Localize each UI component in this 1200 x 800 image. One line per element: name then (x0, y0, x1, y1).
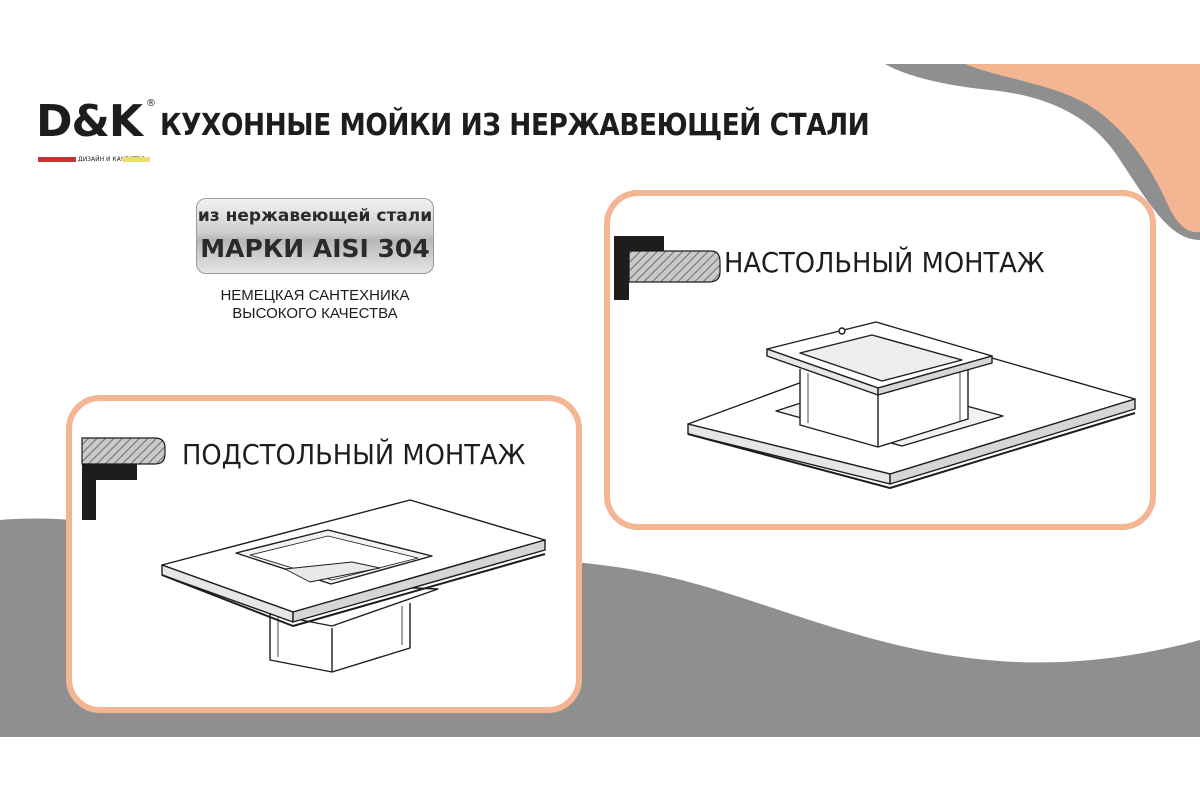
countertop-mount-label: НАСТОЛЬНЫЙ МОНТАЖ (724, 246, 1045, 279)
logo-tagline: ДИЗАЙН И КАЧЕСТВО (78, 156, 146, 163)
badge-line-material: из нержавеющей стали (197, 206, 433, 226)
logo-red-bar (38, 157, 76, 162)
quality-line-1: НЕМЕЦКАЯ САНТЕХНИКА (220, 287, 410, 304)
top-right-peach-swoosh (965, 64, 1200, 233)
registered-mark: ® (146, 98, 156, 109)
steel-grade-badge: из нержавеющей стали МАРКИ AISI 304 (196, 198, 434, 274)
quality-caption: НЕМЕЦКАЯ САНТЕХНИКА ВЫСОКОГО КАЧЕСТВА (196, 287, 434, 323)
badge-line-grade: МАРКИ AISI 304 (200, 234, 430, 263)
countertop-section-icon (614, 236, 721, 300)
logo-yellow-bar (122, 157, 150, 162)
page-title: КУХОННЫЕ МОЙКИ ИЗ НЕРЖАВЕЮЩЕЙ СТАЛИ (160, 108, 870, 143)
logo-text: D&K (36, 96, 143, 147)
countertop-sink-illustration (687, 321, 1136, 489)
undermount-sink-illustration (161, 499, 546, 673)
quality-line-2: ВЫСОКОГО КАЧЕСТВА (232, 305, 398, 322)
undermount-section-icon (81, 437, 166, 520)
brand-logo: D&K ® ДИЗАЙН И КАЧЕСТВО (36, 96, 156, 170)
undermount-label: ПОДСТОЛЬНЫЙ МОНТАЖ (182, 438, 526, 471)
